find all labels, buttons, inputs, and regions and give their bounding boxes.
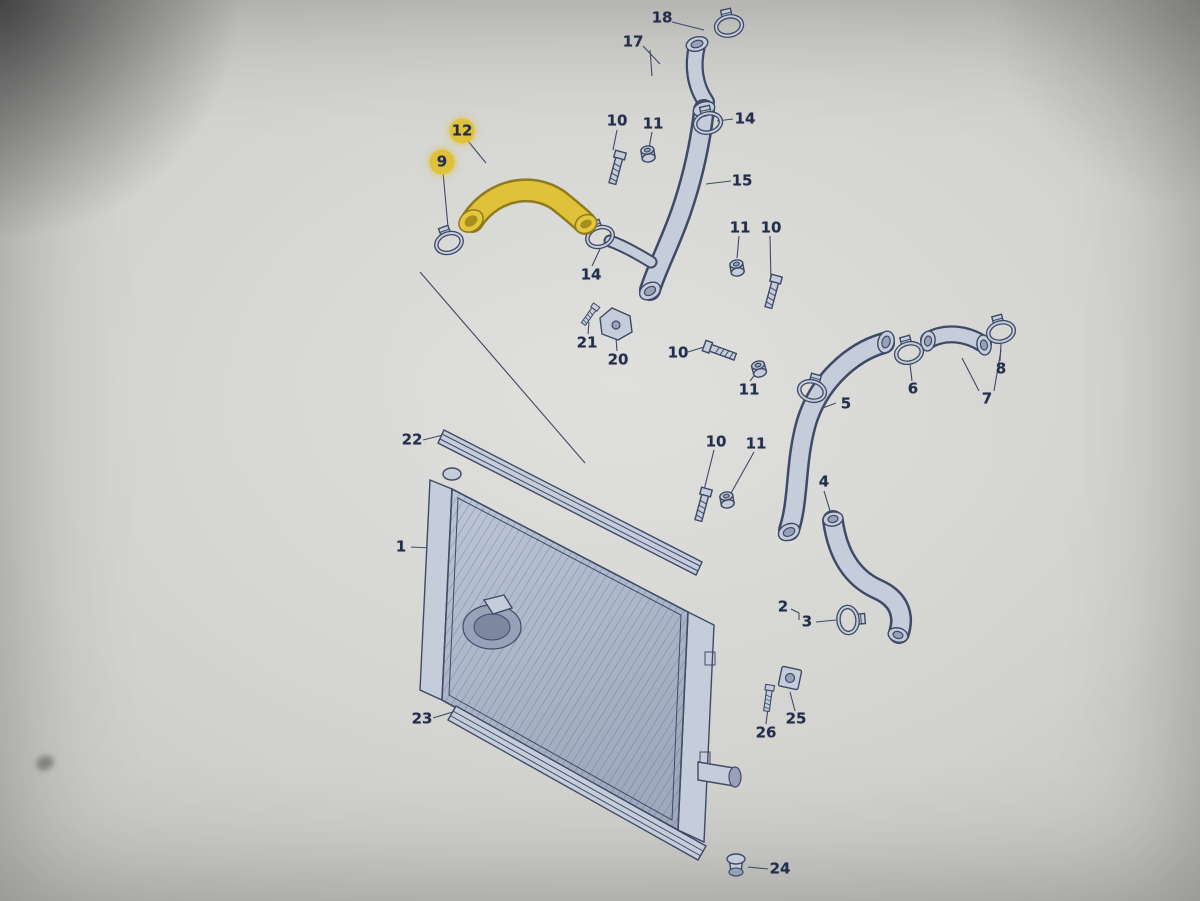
right-long-hose bbox=[777, 330, 895, 542]
part-label-14-8: 14 bbox=[580, 265, 602, 284]
leader-lines bbox=[410, 21, 1002, 870]
part-label-11-14: 11 bbox=[738, 380, 760, 399]
part-label-15-7: 15 bbox=[731, 171, 753, 190]
part-label-6-16: 6 bbox=[907, 379, 919, 398]
part-label-21-11: 21 bbox=[576, 333, 598, 352]
part-label-9-6: 9 bbox=[429, 149, 455, 175]
part-label-10-13: 10 bbox=[667, 343, 689, 362]
highlighted-charge-hose bbox=[458, 178, 598, 235]
mounting-bracket-20 bbox=[599, 307, 633, 341]
intercooler-radiator bbox=[419, 467, 742, 844]
part-label-11-4: 11 bbox=[642, 114, 664, 133]
part-label-26-27: 26 bbox=[755, 723, 777, 742]
part-label-5-15: 5 bbox=[840, 394, 852, 413]
part-label-2-24: 2 bbox=[777, 597, 789, 616]
part-label-1-23: 1 bbox=[395, 537, 407, 556]
part-label-25-28: 25 bbox=[785, 709, 807, 728]
lower-elbow-hose bbox=[822, 510, 913, 644]
mounting-bracket-25 bbox=[777, 665, 803, 691]
part-label-11-21: 11 bbox=[745, 434, 767, 453]
part-label-10-3: 10 bbox=[606, 111, 628, 130]
part-label-12-5: 12 bbox=[449, 118, 475, 144]
part-label-17-1: 17 bbox=[622, 32, 644, 51]
part-label-7-17: 7 bbox=[981, 389, 993, 408]
part-label-8-18: 8 bbox=[995, 359, 1007, 378]
lower-crossmember bbox=[447, 705, 707, 861]
upper-elbow-hose bbox=[685, 35, 715, 111]
part-label-4-22: 4 bbox=[818, 472, 830, 491]
part-label-20-12: 20 bbox=[607, 350, 629, 369]
part-label-10-10: 10 bbox=[760, 218, 782, 237]
part-label-24-29: 24 bbox=[769, 859, 791, 878]
part-label-22-19: 22 bbox=[401, 430, 423, 449]
grommet-24 bbox=[726, 853, 746, 877]
short-connector-tube bbox=[920, 325, 992, 356]
part-label-10-20: 10 bbox=[705, 432, 727, 451]
upper-crossmember bbox=[437, 429, 703, 576]
part-label-18-0: 18 bbox=[651, 8, 673, 27]
part-label-11-9: 11 bbox=[729, 218, 751, 237]
part-label-23-26: 23 bbox=[411, 709, 433, 728]
part-label-14-2: 14 bbox=[734, 109, 756, 128]
part-label-3-25: 3 bbox=[801, 612, 813, 631]
charge-air-pipe bbox=[603, 99, 716, 301]
